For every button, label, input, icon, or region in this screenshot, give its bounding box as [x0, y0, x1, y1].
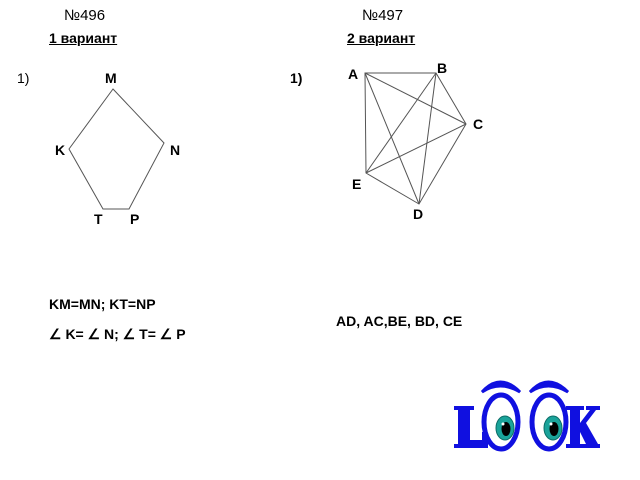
task-497-diagonals: AD, AC,BE, BD, CE [336, 313, 463, 329]
vertex-d: D [413, 206, 424, 222]
pentagon-abcde [364, 72, 467, 205]
task-496-number: №496 [64, 7, 106, 24]
task-497-variant: 2 вариант [347, 30, 416, 46]
look-eyes-clipart [454, 380, 600, 452]
vertex-a: A [348, 66, 359, 82]
eyebrow-left-icon [480, 380, 522, 394]
pupil-left-icon [501, 422, 511, 436]
letter-l-icon [454, 406, 488, 448]
task-496-condition-sides: KM=MN; KT=NP [49, 296, 156, 312]
task-496-item: 1) [17, 70, 30, 86]
vertex-c: C [473, 116, 484, 132]
vertex-t: T [94, 211, 103, 227]
task-496-variant: 1 вариант [49, 30, 118, 46]
pupil-right-icon [549, 422, 559, 436]
eyebrow-right-icon [528, 380, 570, 394]
vertex-m: M [105, 70, 117, 86]
vertex-e: E [352, 176, 362, 192]
task-496-condition-angles: ∠ K= ∠ N; ∠ T= ∠ P [49, 326, 186, 342]
vertex-n: N [170, 142, 181, 158]
task-497-item: 1) [290, 70, 303, 86]
vertex-k: K [55, 142, 66, 158]
task-497-number: №497 [362, 7, 404, 24]
vertex-b: B [437, 60, 448, 76]
pentagon-mnptk [68, 88, 165, 210]
vertex-p: P [130, 211, 140, 227]
letter-k-icon [566, 406, 600, 448]
